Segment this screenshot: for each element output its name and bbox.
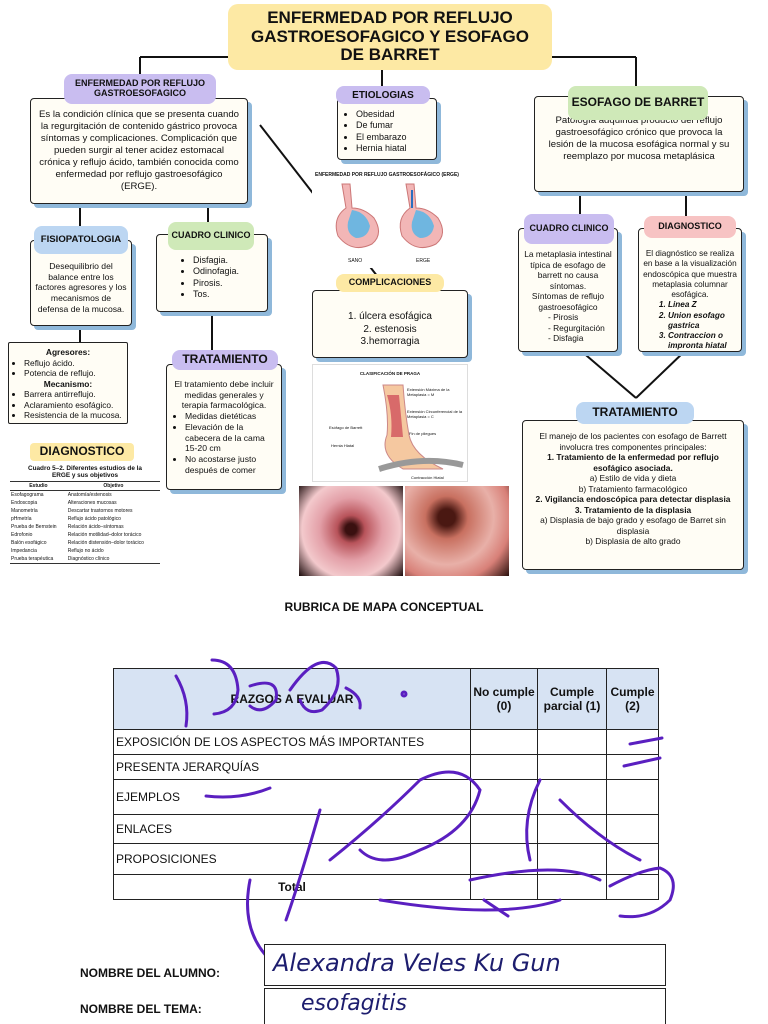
barret-label: ESOFAGO DE BARRET — [568, 86, 708, 120]
tratamiento-card-2: El manejo de los pacientes con esofago d… — [522, 420, 744, 570]
cuadro-clinico-label-1: CUADRO CLINICO — [168, 222, 254, 250]
praga-label-c: Extensión Circunferencial de la Metaplas… — [407, 409, 463, 419]
erge-diagram: ENFERMEDAD POR REFLUJO GASTROESOFÁGICO (… — [312, 170, 462, 268]
praga-label-contraccion: Contracción Hiatal — [411, 475, 444, 480]
rubrica-total-row: Total — [113, 874, 659, 900]
rubrica-row: ENLACES — [113, 814, 659, 844]
rubrica-header-parcial: Cumple parcial (1) — [537, 668, 607, 730]
praga-label-pliegues: Fin de pliegues — [409, 431, 437, 436]
praga-caption: CLASIFICACIÓN DE PRAGA — [359, 371, 421, 376]
praga-label-hernia: Hernia Hiatal — [331, 443, 355, 448]
diagnostico-card-2: El diagnóstico se realiza en base a la v… — [638, 228, 742, 352]
topic-value: esofagitis — [301, 991, 407, 1016]
tratamiento-card-1: El tratamiento debe incluir medidas gene… — [166, 364, 282, 490]
agresores-card: Agresores: Reflujo ácido. Potencia de re… — [8, 342, 128, 424]
complicacion-1: 1. úlcera esofágica — [348, 311, 432, 322]
endoscopy-photo-2 — [405, 486, 509, 576]
endoscopy-photo-1 — [299, 486, 403, 576]
rubrica-table: RAZGOS A EVALUAR No cumple (0) Cumple pa… — [113, 668, 659, 900]
diagnostico-label-1: DIAGNOSTICO — [30, 443, 134, 461]
cuadro-clinico-label-2: CUADRO CLINICO — [524, 214, 614, 244]
topic-label: NOMBRE DEL TEMA: — [80, 1002, 202, 1016]
tratamiento-label-2: TRATAMIENTO — [576, 402, 694, 424]
rubrica-header-no-cumple: No cumple (0) — [470, 668, 538, 730]
erge-card: Es la condición clínica que se presenta … — [30, 98, 248, 204]
erge-diagram-caption: ENFERMEDAD POR REFLUJO GASTROESOFÁGICO (… — [315, 172, 459, 178]
student-name-value: Alexandra Veles Ku Gun — [273, 949, 561, 977]
diagnostico-table-box: Cuadro 5–2. Diferentes estudios de la ER… — [10, 465, 160, 573]
rubrica-row: PROPOSICIONES — [113, 843, 659, 875]
praga-illustration — [378, 384, 464, 472]
topic-field[interactable]: esofagitis — [264, 988, 666, 1024]
barret-card: Patología adquirida producto del reflujo… — [534, 96, 744, 192]
rubrica-title: RUBRICA DE MAPA CONCEPTUAL — [284, 600, 484, 614]
praga-diagram: CLASIFICACIÓN DE PRAGA Extensión Máxima … — [312, 364, 468, 482]
erge-label: ENFERMEDAD POR REFLUJO GASTROESOFAGICO — [64, 74, 216, 104]
sano-label: SANO — [348, 258, 363, 264]
erge-label-img: ERGE — [416, 258, 431, 264]
fisiopatologia-card: Desequilibrio del balance entre los fact… — [30, 240, 132, 326]
main-title: ENFERMEDAD POR REFLUJO GASTROESOFAGICO Y… — [228, 4, 552, 70]
etiologias-card: Obesidad De fumar El embarazo Hernia hia… — [337, 98, 437, 160]
diagnostico-label-2: DIAGNOSTICO — [644, 216, 736, 238]
rubrica-header-cumple: Cumple (2) — [606, 668, 659, 730]
complicaciones-label: COMPLICACIONES — [336, 274, 444, 292]
complicaciones-card: 1. úlcera esofágica 2. estenosis 3.hemor… — [312, 290, 468, 358]
etiologias-label: ETIOLOGIAS — [336, 86, 430, 104]
rubrica-row: EXPOSICIÓN DE LOS ASPECTOS MÁS IMPORTANT… — [113, 729, 659, 755]
rubrica-header-razgos: RAZGOS A EVALUAR — [113, 668, 471, 730]
tratamiento-label-1: TRATAMIENTO — [172, 350, 278, 370]
rubrica-row: PRESENTA JERARQUÍAS — [113, 754, 659, 780]
complicacion-2: 2. estenosis — [363, 323, 417, 335]
praga-label-barrett: Esófago de Barrett — [329, 425, 363, 430]
diagnostico-table-title: Cuadro 5–2. Diferentes estudios de la ER… — [27, 465, 142, 479]
stomach-illustration — [335, 183, 443, 249]
student-name-label: NOMBRE DEL ALUMNO: — [80, 966, 220, 980]
cuadro-clinico-card-2: La metaplasia intestinal típica de esofa… — [518, 228, 618, 352]
student-name-field[interactable]: Alexandra Veles Ku Gun — [264, 944, 666, 986]
fisiopatologia-label: FISIOPATOLOGIA — [34, 226, 128, 254]
etiologias-list: Obesidad De fumar El embarazo Hernia hia… — [342, 109, 432, 154]
rubrica-row: EJEMPLOS — [113, 779, 659, 815]
praga-label-m: Extensión Máxima de la Metaplasia = M — [407, 387, 450, 397]
complicacion-3: 3.hemorragia — [360, 336, 420, 347]
